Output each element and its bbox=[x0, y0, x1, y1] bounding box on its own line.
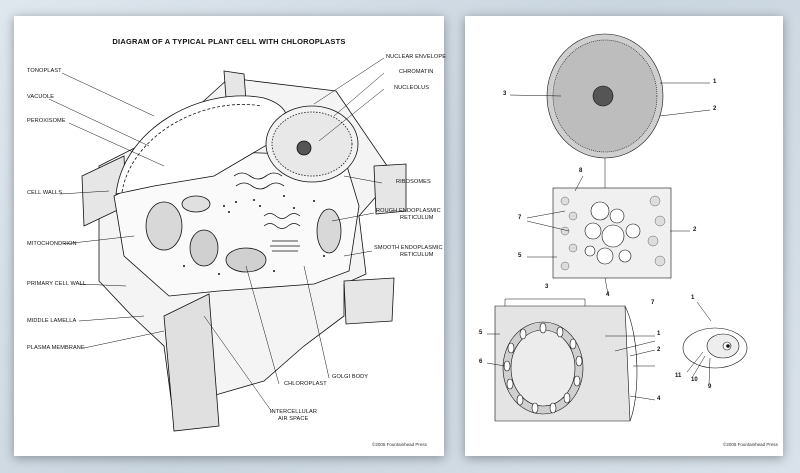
label-11-cell: 11 bbox=[675, 373, 682, 379]
label-5-middle: 5 bbox=[518, 253, 522, 259]
label-golgi-body: GOLGI BODY bbox=[332, 374, 369, 380]
label-9-cell: 9 bbox=[708, 384, 712, 390]
label-nuclear-envelope: NUCLEAR ENVELOPE bbox=[386, 54, 447, 60]
label-1-cell: 1 bbox=[691, 295, 695, 301]
label-nucleolus: NUCLEOLUS bbox=[394, 85, 430, 91]
label-1-top: 1 bbox=[713, 79, 717, 85]
label-2-middle: 2 bbox=[693, 227, 697, 233]
label-smooth-er-line2: RETICULUM bbox=[400, 252, 434, 258]
label-10-cell: 10 bbox=[691, 377, 698, 383]
diagram-title: DIAGRAM OF A TYPICAL PLANT CELL WITH CHL… bbox=[112, 37, 346, 46]
label-intercellular-line1: INTERCELLULAR bbox=[270, 409, 317, 415]
label-chloroplast: CHLOROPLAST bbox=[284, 381, 327, 387]
label-4-middle: 4 bbox=[606, 292, 610, 298]
plant-cell-diagram-sheet: DIAGRAM OF A TYPICAL PLANT CELL WITH CHL… bbox=[14, 16, 447, 456]
label-4-bottom: 4 bbox=[657, 396, 661, 402]
label-chromatin: CHROMATIN bbox=[399, 69, 434, 75]
label-7-middle: 7 bbox=[518, 215, 522, 221]
label-vacuole: VACUOLE bbox=[27, 94, 55, 100]
label-3-bottom: 3 bbox=[545, 284, 549, 290]
label-6-bottom: 6 bbox=[479, 359, 483, 365]
label-2-top: 2 bbox=[713, 106, 717, 112]
label-tonoplast: TONOPLAST bbox=[27, 68, 62, 74]
copyright-right: ©2005 Fountainhead Press bbox=[723, 442, 778, 447]
label-2-bottom: 2 bbox=[657, 347, 661, 353]
plant-cell-illustration bbox=[48, 57, 407, 432]
label-middle-lamella: MIDDLE LAMELLA bbox=[27, 318, 77, 324]
label-rough-er-line1: ROUGH ENDOPLASMIC bbox=[376, 208, 441, 214]
label-1-bottom: 1 bbox=[657, 331, 661, 337]
label-7-bottom: 7 bbox=[651, 300, 655, 306]
label-intercellular-line2: AIR SPACE bbox=[278, 416, 309, 422]
label-ribosomes: RIBOSOMES bbox=[396, 179, 431, 185]
label-peroxisome: PEROXISOME bbox=[27, 118, 66, 124]
label-3-top: 3 bbox=[503, 91, 507, 97]
label-rough-er-line2: RETICULUM bbox=[400, 215, 434, 221]
stem-section-illustration bbox=[486, 33, 748, 422]
label-plasma-membrane: PLASMA MEMBRANE bbox=[27, 345, 85, 351]
stem-cross-section-sheet: 3 1 2 8 7 2 5 4 3 7 5 1 6 2 4 1 11 10 9 … bbox=[465, 16, 783, 456]
copyright-left: ©2005 Fountainhead Press bbox=[372, 442, 427, 447]
label-primary-cell-wall: PRIMARY CELL WALL bbox=[27, 281, 86, 287]
label-smooth-er-line1: SMOOTH ENDOPLASMIC bbox=[374, 245, 443, 251]
label-5-bottom: 5 bbox=[479, 330, 483, 336]
label-mitochondrion: MITOCHONDRION bbox=[27, 241, 77, 247]
label-cell-walls: CELL WALLS bbox=[27, 190, 63, 196]
label-8-middle: 8 bbox=[579, 168, 583, 174]
